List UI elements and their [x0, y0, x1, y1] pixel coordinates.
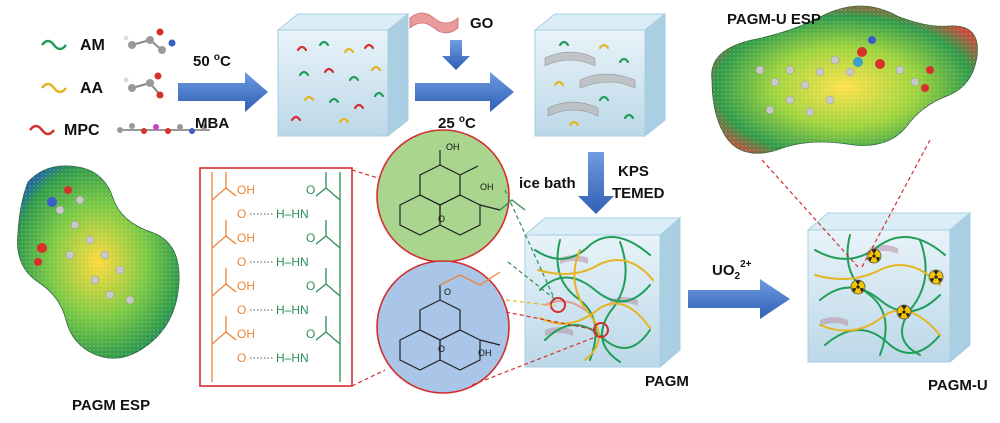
h-bond-2: H–HN: [276, 255, 309, 269]
blue-structure-circle: O OH O: [376, 260, 510, 394]
go-down-arrow: [442, 40, 470, 70]
step1-crosslinker: MBA: [195, 115, 229, 132]
temed-label: TEMED: [612, 185, 665, 202]
yellow-pointer: [505, 299, 557, 307]
step2-arrow: [415, 72, 514, 112]
blue-o-epoxy: O: [438, 344, 445, 354]
pagm-esp-label: PAGM ESP: [72, 397, 150, 414]
blue-oh-right: OH: [478, 348, 492, 358]
step1-temperature: 50 oC: [193, 52, 231, 70]
pagm-u-esp-surface: [711, 5, 978, 154]
am-o-3: O: [306, 279, 315, 293]
green-o-epoxy: O: [438, 214, 445, 224]
step3-down-arrow: [578, 152, 614, 214]
aa-o-3: O: [237, 303, 246, 317]
green-pointer: [504, 189, 556, 301]
legend-am-label: AM: [80, 37, 105, 54]
go-sheet-icon: [409, 12, 459, 34]
aa-o-4: O: [237, 351, 246, 365]
aa-oh-1: OH: [237, 183, 255, 197]
legend-mpc-label: MPC: [64, 122, 100, 139]
red-pointer-2: [471, 335, 599, 386]
pagm-cube: [523, 216, 682, 369]
mpc-swatch: [29, 124, 55, 136]
green-structure-circle: OH OH O: [376, 129, 526, 263]
kps-label: KPS: [618, 163, 649, 180]
step1-arrow: [178, 72, 268, 112]
aa-o-2: O: [237, 255, 246, 269]
go-label: GO: [470, 15, 494, 32]
am-o-2: O: [306, 231, 315, 245]
uranyl-label: UO22+: [712, 259, 752, 282]
legend: AM AA MPC: [29, 28, 210, 139]
h-bond-4: H–HN: [276, 351, 309, 365]
pagm-zoom-circle-bottom: [593, 322, 609, 338]
h-bond-3: H–HN: [276, 303, 309, 317]
panel-pointer-bottom: [351, 369, 386, 387]
uranium-radiation-icons: [850, 248, 944, 320]
pagm-esp-surface: [17, 165, 180, 359]
pagm-u-label: PAGM-U: [928, 377, 988, 394]
red-pointer: [505, 311, 597, 331]
am-molecule-icon: [123, 28, 176, 54]
am-swatch: [41, 39, 67, 51]
pagm-label: PAGM: [645, 373, 689, 390]
step2-temperature: 25 oC: [438, 114, 476, 132]
green-pointer-2: [507, 261, 557, 301]
green-oh-top: OH: [446, 142, 460, 152]
aa-o-1: O: [237, 207, 246, 221]
aa-oh-3: OH: [237, 279, 255, 293]
am-o-4: O: [306, 327, 315, 341]
esp-pointer-right: [861, 139, 931, 268]
go-monomer-cube: [533, 12, 667, 138]
pagm-u-cube: [806, 211, 972, 364]
h-bond-1: H–HN: [276, 207, 309, 221]
aa-oh-4: OH: [237, 327, 255, 341]
am-o-1: O: [306, 183, 315, 197]
uranyl-arrow: [688, 279, 790, 319]
esp-pointer-left: [761, 159, 859, 268]
legend-aa-label: AA: [80, 80, 104, 97]
hydrogen-bond-panel: [199, 167, 353, 387]
aa-oh-2: OH: [237, 231, 255, 245]
aa-molecule-icon: [123, 72, 164, 99]
ice-bath-label: ice bath: [519, 175, 576, 192]
blue-o-top: O: [444, 287, 451, 297]
panel-pointer-top: [351, 169, 379, 179]
mpc-molecule-icon: [117, 123, 210, 134]
green-oh-right: OH: [480, 182, 494, 192]
aa-swatch: [41, 82, 67, 94]
pagm-u-esp-label: PAGM-U ESP: [727, 11, 821, 28]
h-bond-dots: [250, 213, 274, 359]
monomer-cube: [276, 12, 410, 138]
